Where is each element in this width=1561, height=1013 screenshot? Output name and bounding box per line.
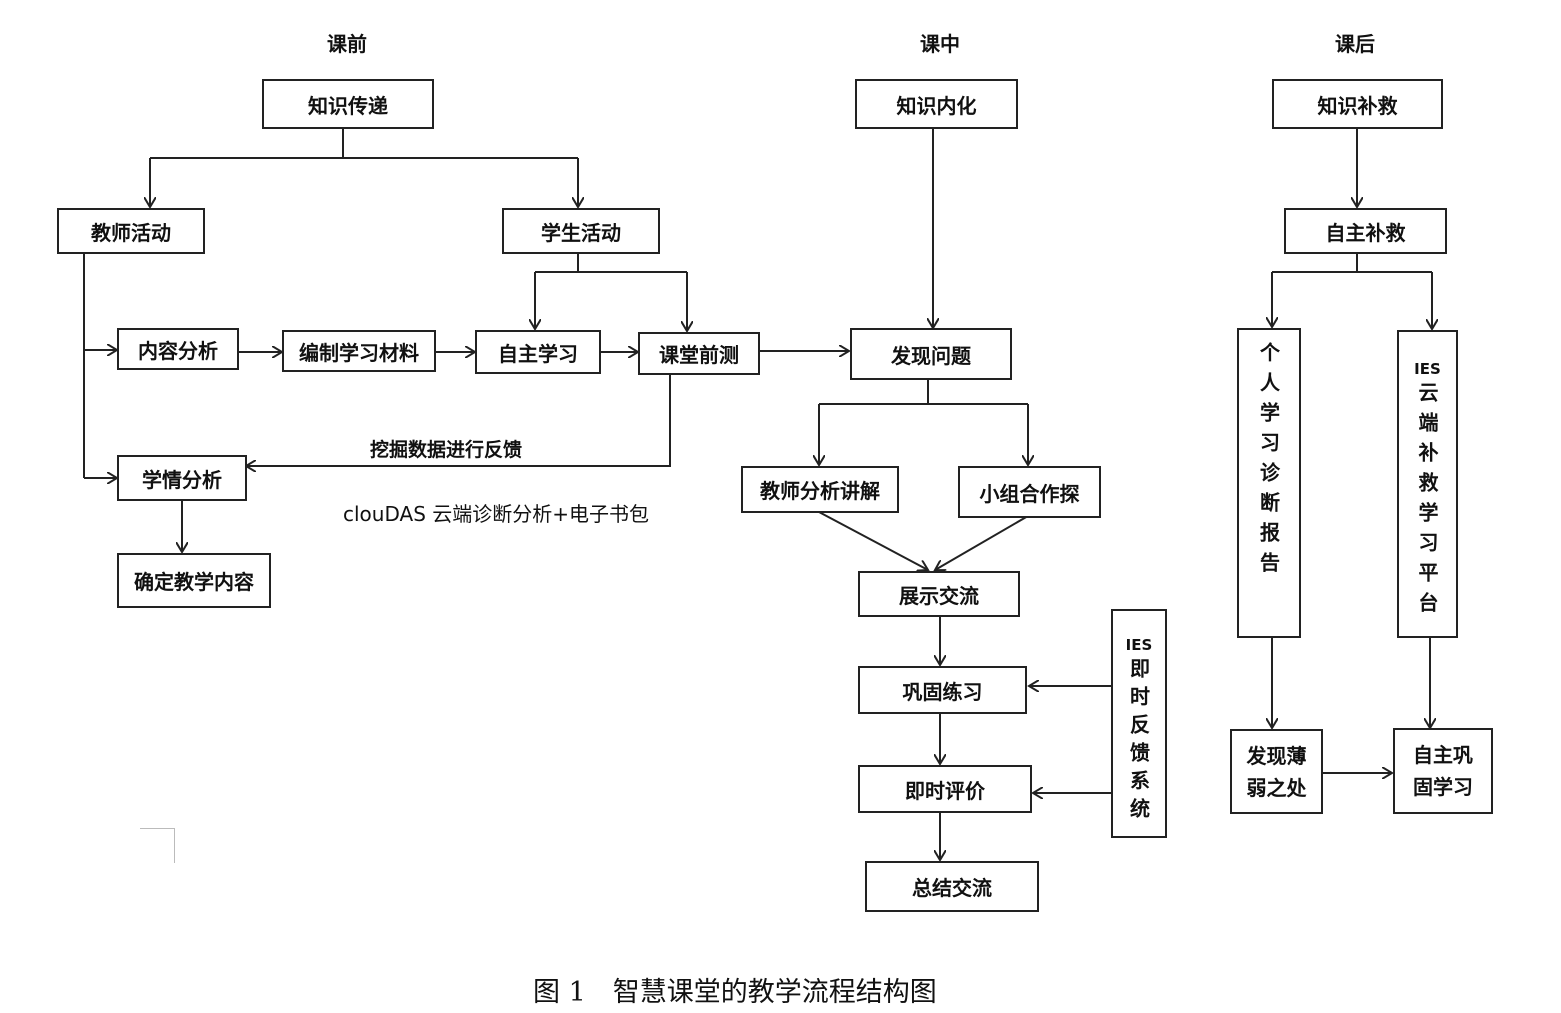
- node-find-problems: 发现问题: [850, 328, 1012, 380]
- phase-before-title: 课前: [327, 32, 367, 56]
- node-learning-analysis: 学情分析: [117, 455, 247, 501]
- node-self-remediation: 自主补救: [1284, 208, 1447, 254]
- node-student-activity: 学生活动: [502, 208, 660, 254]
- node-teacher-explain: 教师分析讲解: [741, 466, 899, 513]
- scan-corner-mark: [140, 828, 175, 863]
- ies-prefix: IES: [1125, 635, 1153, 654]
- node-compile-materials: 编制学习材料: [282, 330, 436, 372]
- node-determine-content: 确定教学内容: [117, 553, 271, 608]
- ies-system-label: 即时反馈系统: [1126, 657, 1151, 826]
- cloud-ies-prefix: IES: [1414, 360, 1441, 378]
- node-find-weakness: 发现薄弱之处: [1230, 729, 1323, 814]
- node-teacher-activity: 教师活动: [57, 208, 205, 254]
- node-self-study: 自主学习: [475, 330, 601, 374]
- node-ies-feedback-system: IES 即时反馈系统: [1111, 609, 1167, 838]
- phase-during-title: 课中: [920, 32, 960, 56]
- node-instant-evaluation: 即时评价: [858, 765, 1032, 813]
- node-present-exchange: 展示交流: [858, 571, 1020, 617]
- figure-caption: 图 1 智慧课堂的教学流程结构图: [533, 977, 937, 1008]
- node-group-inquiry: 小组合作探: [958, 466, 1101, 518]
- node-self-consolidate: 自主巩固学习: [1393, 728, 1493, 814]
- self-consolidate-label: 自主巩固学习: [1413, 743, 1473, 799]
- feedback-label: 挖掘数据进行反馈: [370, 439, 523, 461]
- node-content-analysis: 内容分析: [117, 328, 239, 370]
- cloud-platform-label: 云端补救学习平台: [1415, 382, 1439, 622]
- node-knowledge-transfer: 知识传递: [262, 79, 434, 129]
- node-knowledge-internalization: 知识内化: [855, 79, 1018, 129]
- node-summary: 总结交流: [865, 861, 1039, 912]
- node-consolidate: 巩固练习: [858, 666, 1027, 714]
- phase-after-title: 课后: [1335, 32, 1375, 56]
- find-weakness-label: 发现薄弱之处: [1246, 743, 1307, 800]
- node-cloud-platform: IES 云端补救学习平台: [1397, 330, 1458, 638]
- tool-label: clouDAS 云端诊断分析+电子书包: [343, 502, 650, 526]
- node-personal-report: 个人学习诊断报告: [1237, 328, 1301, 638]
- node-knowledge-remediation: 知识补救: [1272, 79, 1443, 129]
- node-pre-test: 课堂前测: [638, 332, 760, 375]
- personal-report-label: 个人学习诊断报告: [1256, 342, 1281, 582]
